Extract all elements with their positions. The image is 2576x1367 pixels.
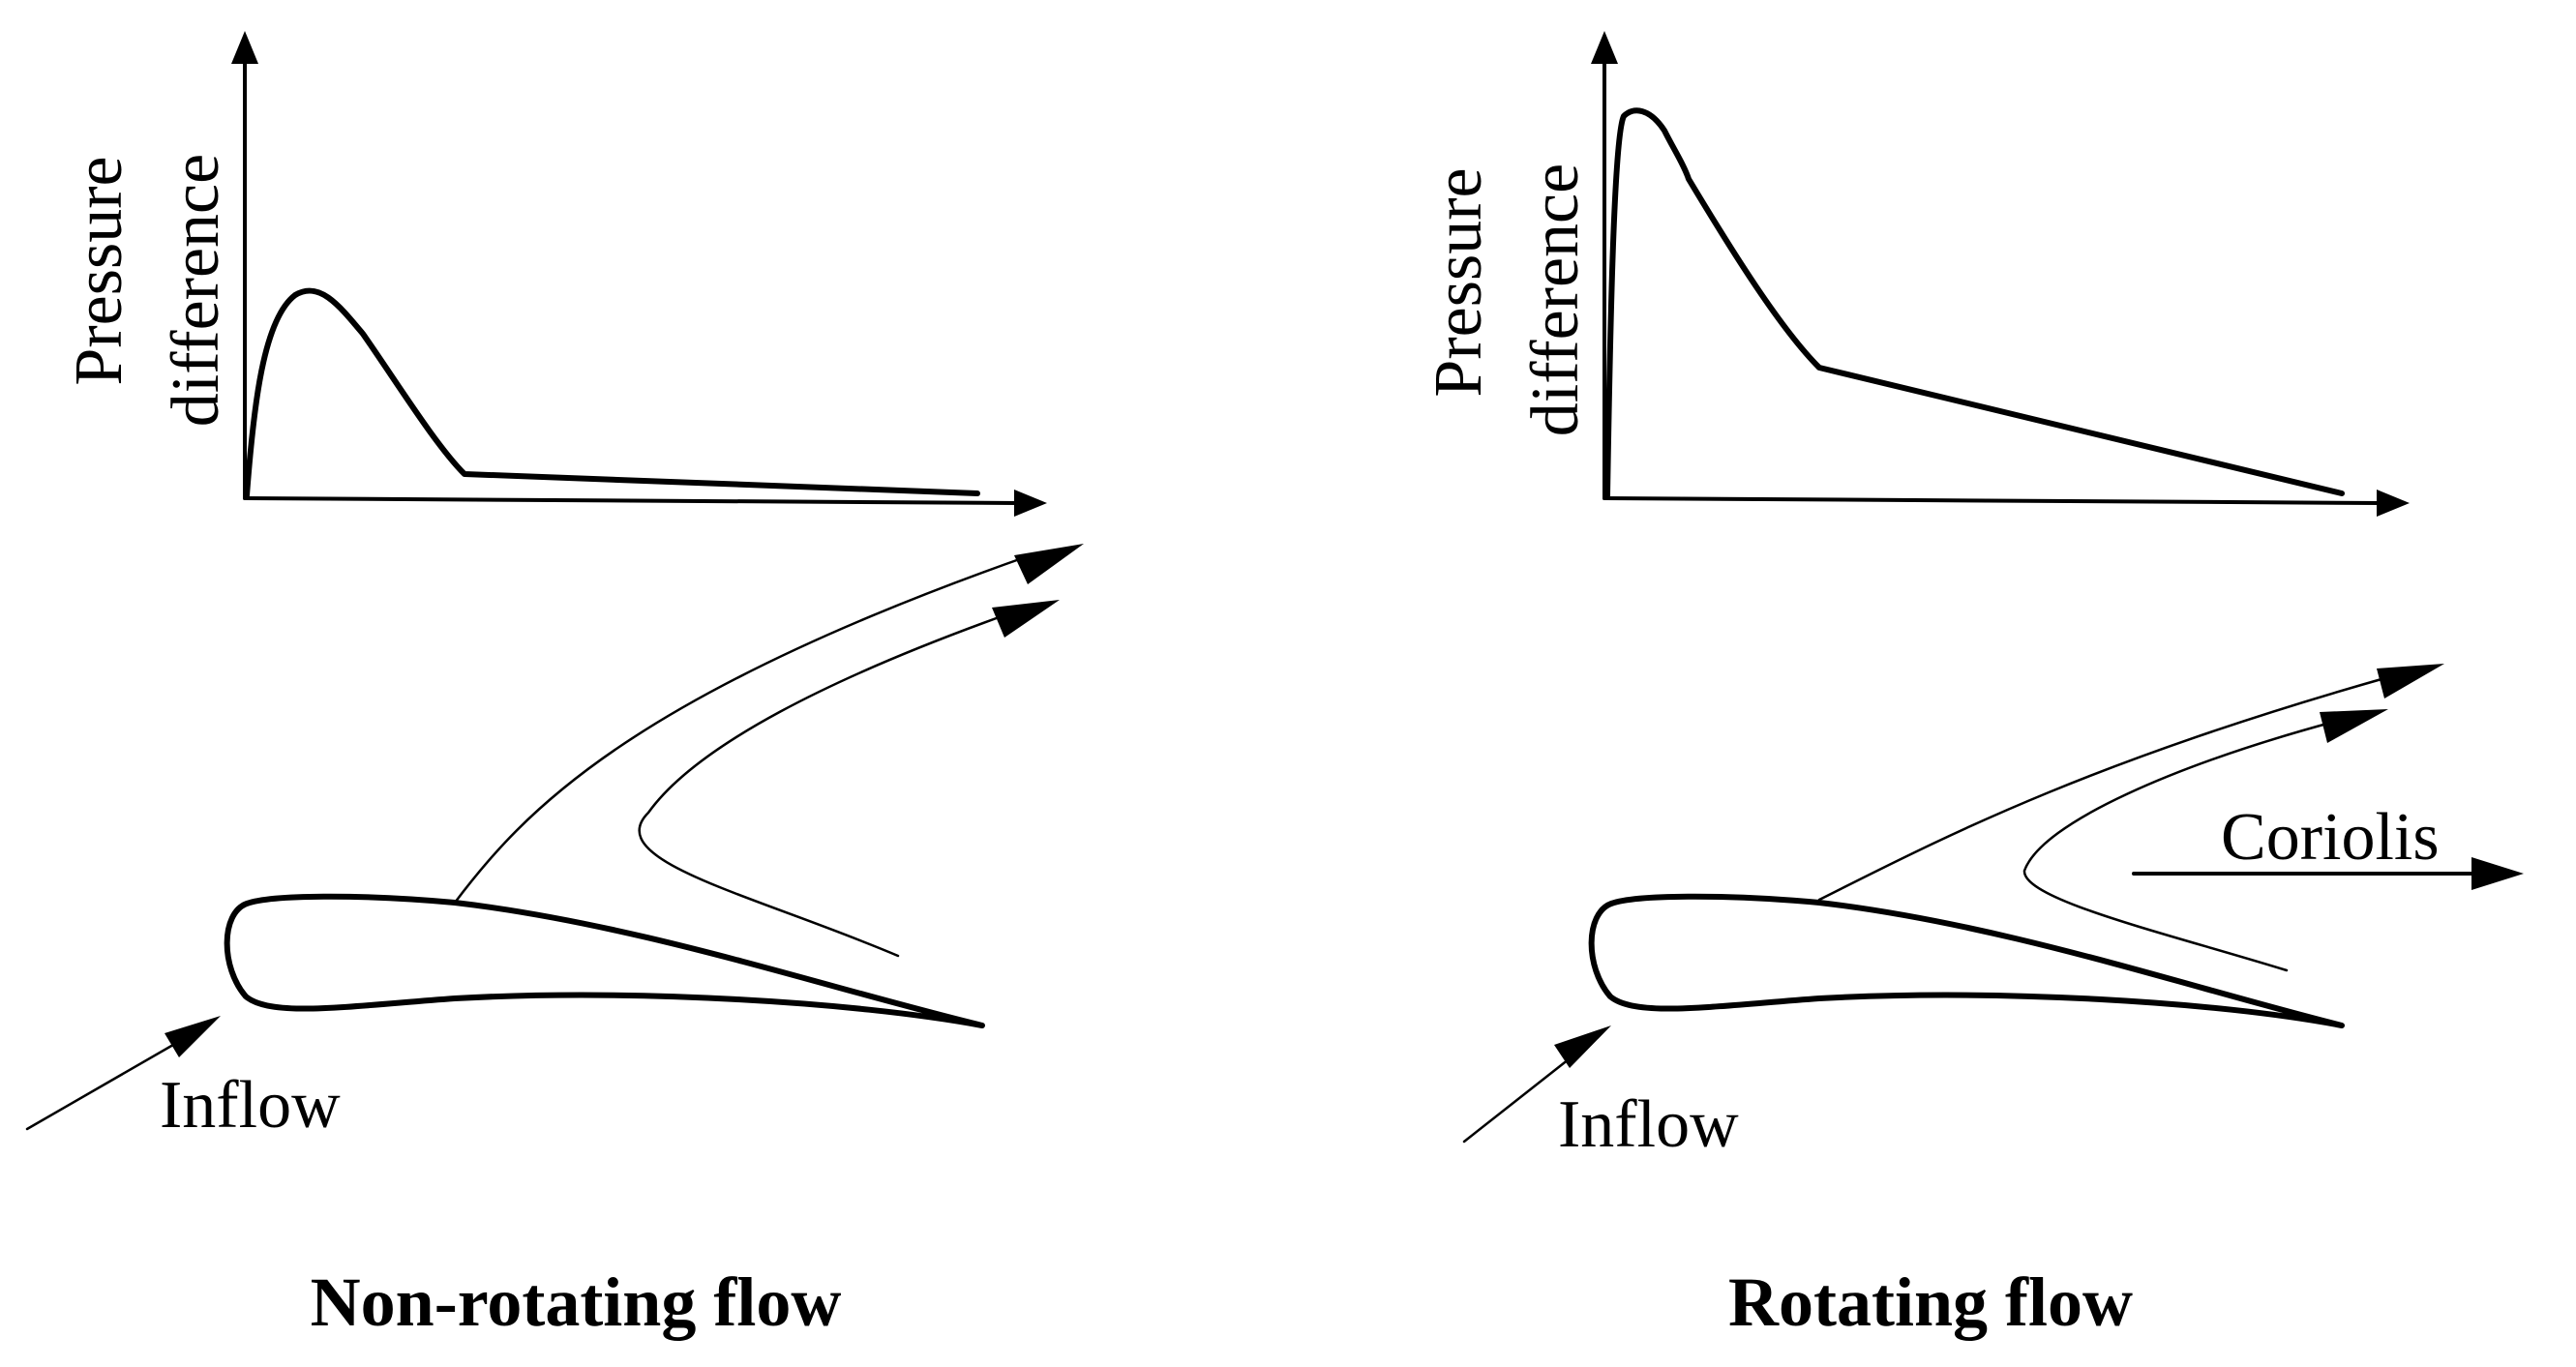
y-axis-arrowhead xyxy=(1591,31,1618,64)
panel-title: Non-rotating flow xyxy=(311,1263,842,1341)
inflow-label: Inflow xyxy=(1558,1087,1739,1162)
panel-non-rotating: Pressure difference Inflow Non-rotating … xyxy=(25,31,1084,1341)
streamline-lower-arrowhead xyxy=(2320,709,2388,743)
airfoil xyxy=(1588,893,2345,1028)
streamline-lower xyxy=(638,613,1006,958)
panel-rotating: Pressure difference Inflow Coriolis Rota… xyxy=(1422,31,2524,1341)
y-axis-label-line1: Pressure xyxy=(1422,167,1496,397)
y-axis-arrowhead xyxy=(231,31,258,64)
inflow-arrowhead xyxy=(165,1016,221,1057)
streamline-upper xyxy=(1817,675,2390,902)
inflow-arrow-line xyxy=(25,1028,200,1131)
airfoil-scene-non-rotating: Inflow xyxy=(25,544,1084,1143)
x-axis xyxy=(1603,496,2382,505)
x-axis-arrowhead xyxy=(2377,490,2410,517)
pressure-chart-rotating: Pressure difference xyxy=(1422,31,2410,517)
coriolis-arrowhead xyxy=(2471,857,2524,890)
airfoil-scene-rotating: Inflow Coriolis xyxy=(1462,664,2524,1162)
inflow-label: Inflow xyxy=(160,1068,341,1143)
streamline-upper-arrowhead xyxy=(2377,664,2444,698)
streamline-lower-arrowhead xyxy=(992,600,1060,638)
inflow-arrowhead xyxy=(1554,1025,1611,1068)
streamline-upper xyxy=(453,554,1030,905)
pressure-curve xyxy=(244,287,980,498)
y-axis-label-line1: Pressure xyxy=(62,156,136,385)
airfoil xyxy=(224,893,985,1028)
x-axis-arrowhead xyxy=(1014,490,1047,517)
streamline-lower xyxy=(2022,720,2336,972)
streamline-upper-arrowhead xyxy=(1014,544,1084,584)
pressure-chart-non-rotating: Pressure difference xyxy=(62,31,1047,517)
coriolis-label: Coriolis xyxy=(2221,800,2440,875)
pressure-curve xyxy=(1604,107,2345,498)
y-axis-label-line2: difference xyxy=(1518,163,1593,436)
panel-title: Rotating flow xyxy=(1728,1263,2133,1341)
y-axis-label-line2: difference xyxy=(159,154,233,427)
x-axis xyxy=(243,496,1020,505)
